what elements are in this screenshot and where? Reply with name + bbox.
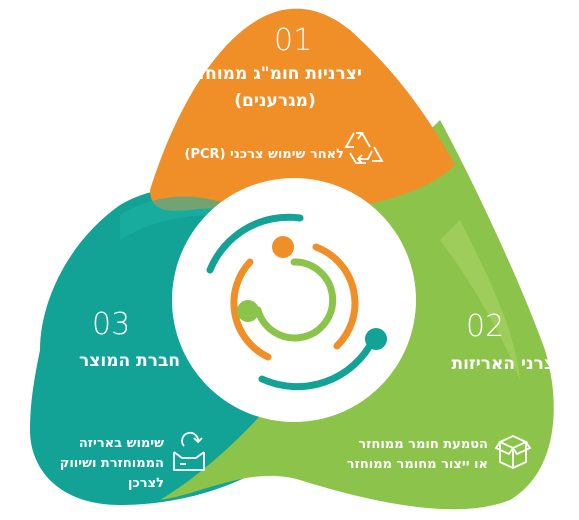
ring-dot-green: [237, 300, 259, 322]
segment-03-detail-line3: לצרכן: [127, 476, 164, 491]
segment-03-number: 03: [92, 307, 131, 342]
recycled-package-icon: [173, 431, 205, 471]
segment-01-detail: לאחר שימוש צרכני (PCR): [184, 147, 344, 162]
segment-01-number: 01: [274, 23, 313, 58]
segment-02-number: 02: [466, 309, 505, 344]
ring-dot-orange: [272, 236, 294, 258]
cycle-rings-icon: [206, 213, 377, 391]
box-icon: [494, 435, 532, 469]
segment-01-subtitle: (מגרענים): [234, 91, 316, 111]
segment-01-title: יצרניות חומ"ג ממוחזר: [188, 64, 362, 84]
segment-03-detail-line2: הממוחזרת ושיווק: [59, 456, 164, 471]
segment-02-detail-line2: או ייצור מחומר ממוחזר: [346, 457, 488, 472]
recycle-icon: [344, 132, 384, 164]
ring-dot-teal: [365, 328, 387, 350]
segment-03-detail-line1: שימוש באריזה: [78, 436, 164, 451]
segment-03-title: חברת המוצר: [79, 351, 180, 371]
segment-02-highlight: [440, 220, 520, 380]
segment-02-title: יצרני האריזות: [451, 354, 560, 374]
segment-02-detail-line1: הטמעת חומר ממוחזר: [358, 437, 488, 452]
